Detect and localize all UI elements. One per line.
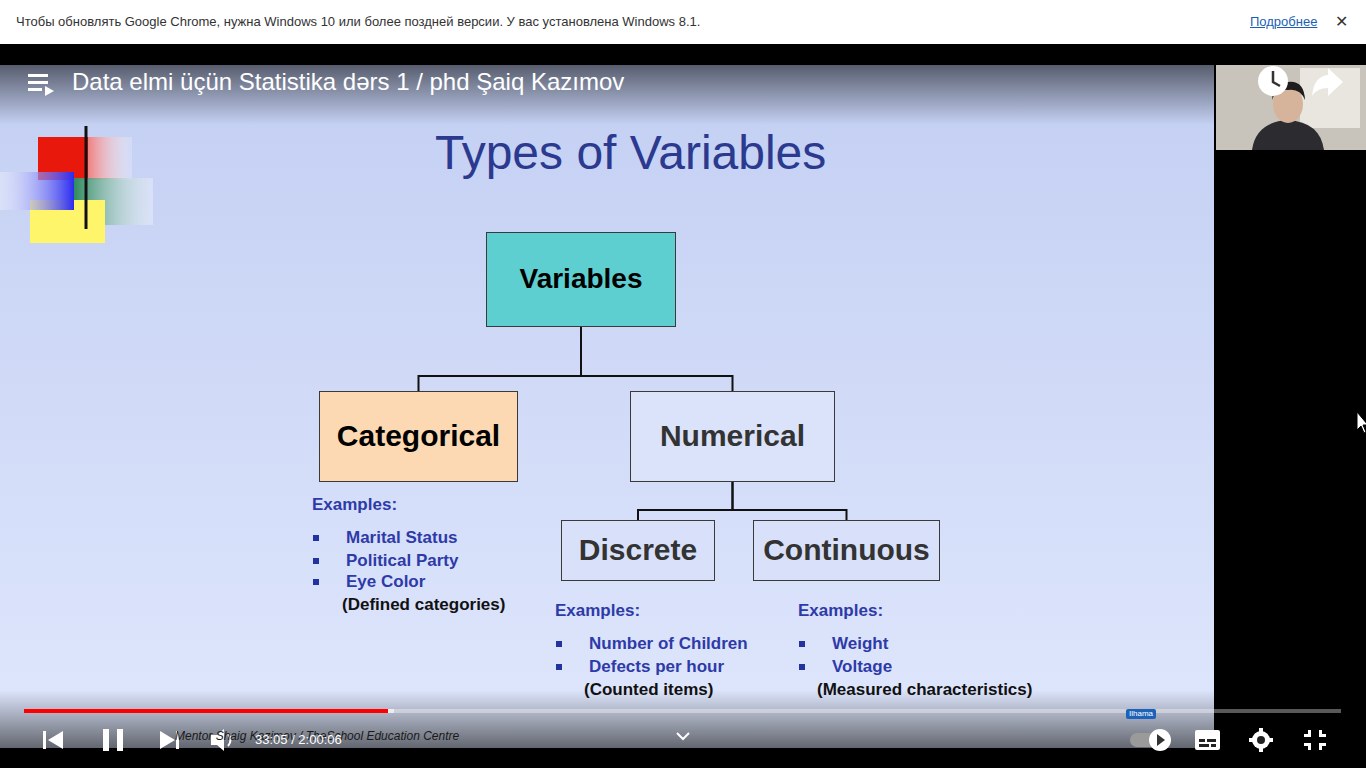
example-item: Number of Children — [589, 634, 748, 654]
settings-teeth — [1249, 728, 1273, 752]
box-label: Continuous — [763, 533, 930, 568]
autoplay-play — [1157, 734, 1165, 746]
time-display: 33:05 / 2:00:06 — [255, 732, 342, 748]
browser-infobar — [0, 0, 1366, 44]
player-controls — [43, 728, 1326, 752]
browser-notice: Чтобы обновлять Google Chrome, нужна Win… — [16, 14, 700, 30]
bullet — [556, 664, 562, 670]
next-icon — [160, 731, 175, 749]
bullet — [313, 558, 319, 564]
progress-played — [24, 709, 388, 713]
box-label: Discrete — [579, 533, 697, 568]
category-box: Categorical — [319, 391, 518, 482]
logo-blue — [0, 172, 74, 210]
subtitles-icon — [1195, 730, 1220, 750]
video-title: Data elmi üçün Statistika dərs 1 / phd Ş… — [72, 67, 624, 96]
root-box: Variables — [486, 232, 676, 327]
bullets — [313, 535, 805, 670]
subtitles-line — [1199, 739, 1205, 742]
bullet — [313, 579, 319, 585]
autoplay-knob — [1149, 729, 1171, 751]
subtitles-line — [1207, 739, 1216, 742]
bullet — [799, 664, 805, 670]
bullet — [799, 641, 805, 647]
clock-hands — [1273, 71, 1280, 86]
player-top-shade — [0, 65, 1214, 125]
category-box: Numerical — [630, 391, 835, 482]
tree-connector — [733, 482, 847, 520]
logo-pink — [88, 137, 132, 180]
settings-gear — [1252, 731, 1270, 749]
box-label: Categorical — [337, 419, 500, 454]
box-label: Numerical — [660, 419, 805, 454]
subcategory-box: Discrete — [561, 520, 715, 581]
examples-heading: Examples: — [312, 495, 397, 515]
example-note: (Counted items) — [584, 680, 713, 700]
share-icon — [1312, 68, 1343, 96]
chevron-icon — [677, 733, 689, 739]
webcam-person-body — [1252, 120, 1324, 150]
examples-heading: Examples: — [555, 601, 640, 621]
webcam-frame — [1216, 65, 1366, 150]
tree-connector — [419, 327, 582, 391]
example-item: Eye Color — [346, 572, 425, 592]
examples-heading: Examples: — [798, 601, 883, 621]
prev-icon — [48, 731, 63, 749]
example-item: Defects per hour — [589, 657, 724, 677]
slide-ground — [0, 65, 1214, 748]
playlist-icon — [28, 74, 54, 96]
example-note: (Measured characteristics) — [817, 680, 1032, 700]
subcategory-box: Continuous — [753, 520, 940, 581]
subtitles-line — [1211, 744, 1216, 747]
logo-vertical-line — [85, 126, 88, 229]
user-badge: Ilhama — [1126, 709, 1156, 719]
bullet — [556, 641, 562, 647]
example-item: Political Party — [346, 551, 458, 571]
link-text: Подробнее — [1250, 14, 1317, 30]
example-item: Voltage — [832, 657, 892, 677]
icon-bar — [28, 81, 48, 84]
icon-bar — [28, 88, 42, 91]
settings-hole — [1257, 736, 1265, 744]
player-bottom-shade — [0, 690, 1366, 768]
pause-bar — [117, 729, 123, 751]
title-rule — [42, 207, 1196, 211]
box-label: Variables — [520, 263, 643, 295]
prev-icon-bar — [43, 731, 46, 749]
fullscreen-exit-icon — [1304, 730, 1326, 750]
watch-later-icon — [1258, 66, 1288, 96]
tree-connector — [581, 327, 733, 391]
example-note: (Defined categories) — [342, 595, 505, 615]
slide-title: Types of Variables — [435, 125, 826, 181]
example-item: Marital Status — [346, 528, 457, 548]
close-icon: ✕ — [1335, 12, 1348, 31]
subtitles-line — [1199, 744, 1209, 747]
webcam-board — [1300, 68, 1360, 128]
bullet — [313, 535, 319, 541]
icon-play — [45, 86, 54, 96]
pause-bar — [103, 729, 109, 751]
tree-connector — [638, 482, 733, 520]
example-item: Weight — [832, 634, 888, 654]
mouse-cursor — [1357, 412, 1366, 433]
icon-bar — [28, 74, 48, 77]
progress-buffer — [388, 709, 394, 713]
